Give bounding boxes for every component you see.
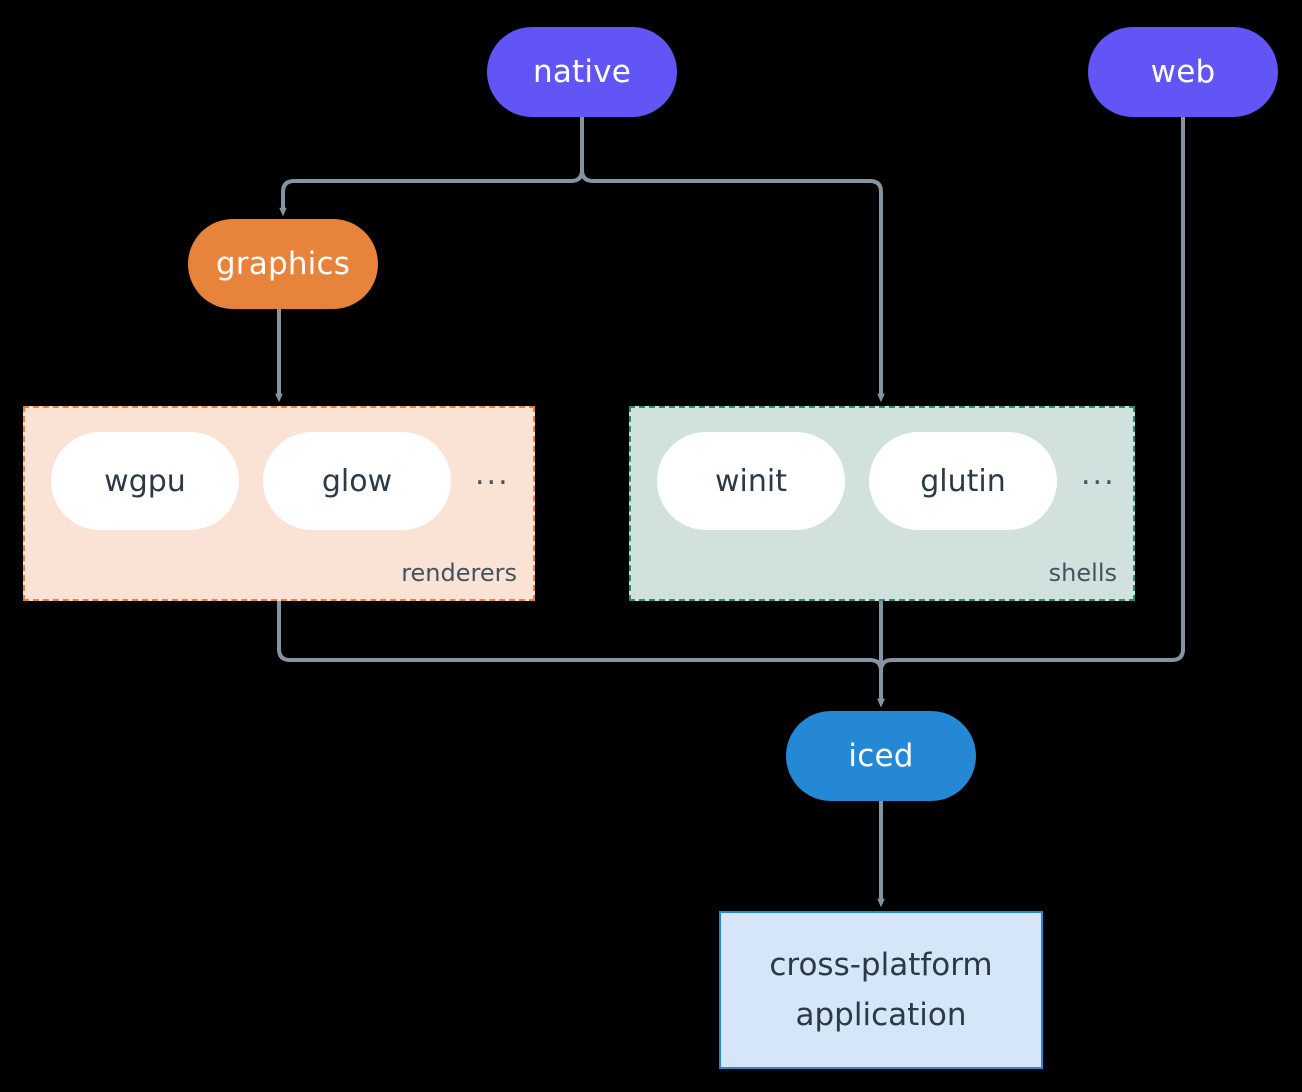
node-graphics-label: graphics bbox=[215, 246, 351, 282]
application-label-line2: application bbox=[795, 997, 967, 1033]
node-native[interactable]: native bbox=[487, 27, 677, 117]
edge-native-to-graphics bbox=[279, 117, 584, 217]
node-iced-label: iced bbox=[848, 738, 914, 774]
node-cross-platform-application[interactable]: cross-platform application bbox=[719, 911, 1043, 1069]
chip-glutin-label: glutin bbox=[920, 463, 1006, 499]
chip-wgpu[interactable]: wgpu bbox=[51, 432, 239, 530]
edge-native-to-shells bbox=[580, 117, 885, 403]
node-graphics[interactable]: graphics bbox=[188, 219, 378, 309]
chip-winit[interactable]: winit bbox=[657, 432, 845, 530]
chip-wgpu-label: wgpu bbox=[104, 463, 186, 499]
group-shells-label: shells bbox=[1048, 559, 1117, 587]
group-renderers-items: wgpu glow ... bbox=[25, 432, 533, 530]
group-shells: winit glutin ... shells bbox=[629, 406, 1135, 601]
application-label-line1: cross-platform bbox=[769, 946, 993, 983]
node-native-label: native bbox=[532, 54, 632, 90]
chip-glow-label: glow bbox=[321, 463, 393, 499]
group-renderers-label: renderers bbox=[401, 559, 517, 587]
edge-renderers-to-iced bbox=[277, 601, 885, 708]
chip-glow[interactable]: glow bbox=[263, 432, 451, 530]
chip-winit-label: winit bbox=[715, 463, 787, 499]
group-renderers: wgpu glow ... renderers bbox=[23, 406, 535, 601]
node-iced[interactable]: iced bbox=[786, 711, 976, 801]
renderers-more-ellipsis: ... bbox=[475, 457, 510, 492]
chip-glutin[interactable]: glutin bbox=[869, 432, 1057, 530]
node-web[interactable]: web bbox=[1088, 27, 1278, 117]
node-web-label: web bbox=[1150, 54, 1216, 90]
group-shells-items: winit glutin ... bbox=[631, 432, 1133, 530]
shells-more-ellipsis: ... bbox=[1081, 457, 1116, 492]
